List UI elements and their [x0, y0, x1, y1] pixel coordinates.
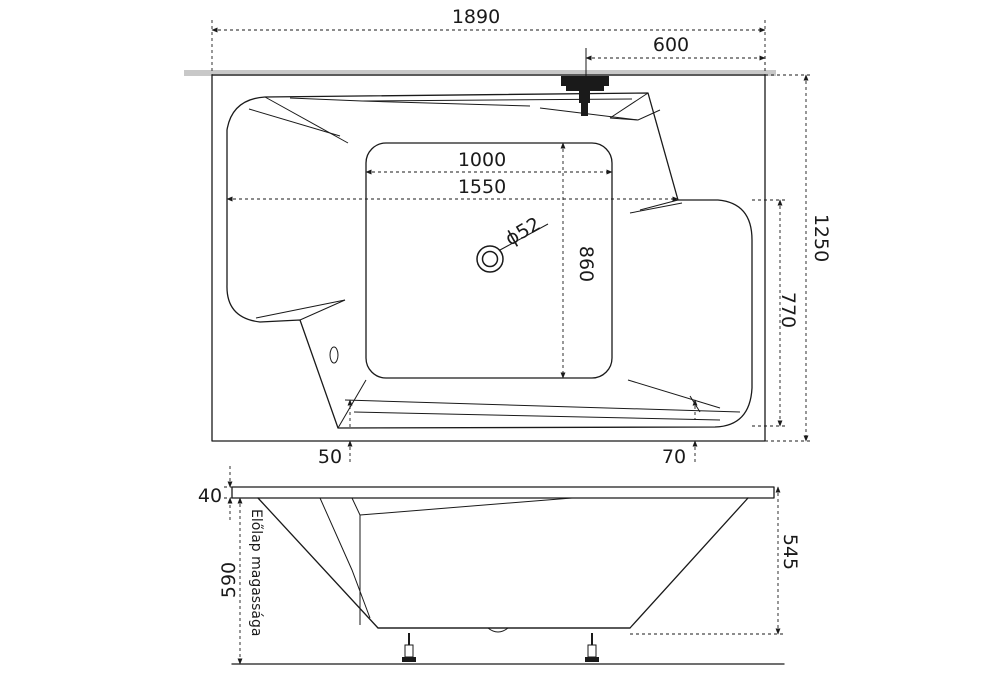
overflow-icon	[329, 346, 339, 364]
dim-front-panel-height: 590	[218, 562, 240, 598]
dim-inner-depth: 545	[779, 534, 801, 570]
dim-seat-width: 770	[777, 292, 799, 328]
dim-inner-length: 1550	[458, 176, 506, 198]
side-drain	[487, 627, 509, 633]
tub-outer-rim	[211, 74, 766, 442]
side-view: 40 590 Előlap magassága 545	[198, 466, 801, 665]
front-panel-label: Előlap magassága	[248, 509, 264, 636]
side-rim	[231, 486, 775, 499]
dim-rim-thickness: 40	[198, 485, 222, 507]
side-facet-lines	[319, 497, 573, 625]
dim-floor-length: 1000	[458, 149, 506, 171]
drain-leader-line	[499, 223, 549, 251]
dim-left-rim-offset: 50	[318, 446, 342, 468]
tub-basin-outline	[226, 92, 753, 429]
tub-floor-outline	[365, 142, 613, 379]
dim-total-width: 1250	[810, 214, 832, 262]
foot-left-icon	[402, 633, 416, 662]
dim-right-rim-offset: 70	[662, 446, 686, 468]
dim-total-length: 1890	[452, 6, 500, 28]
plan-view: ϕ52 1890 600 1000 1550 860 1250 770 50	[184, 6, 832, 468]
basin-facet-lines	[248, 92, 741, 429]
faucet-icon	[561, 48, 609, 116]
drain-icon	[476, 245, 504, 273]
side-body-outline	[257, 497, 749, 629]
drain-diameter-label: ϕ52	[502, 213, 545, 250]
dim-floor-width: 860	[575, 246, 597, 282]
foot-right-icon	[585, 633, 599, 662]
dim-faucet-offset: 600	[653, 34, 689, 56]
